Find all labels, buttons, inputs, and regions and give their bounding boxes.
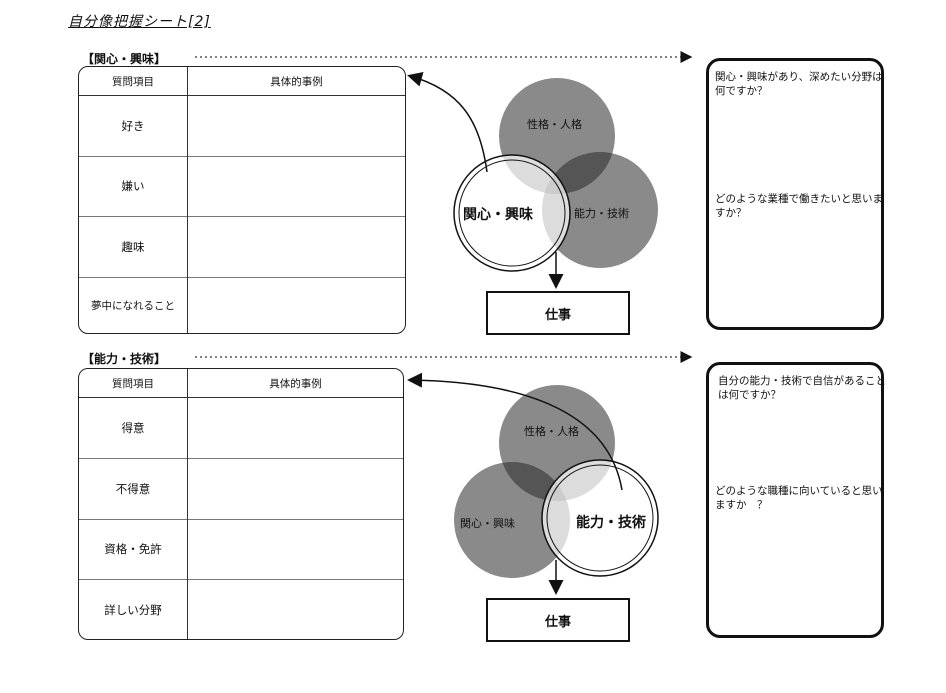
answer-cell[interactable] xyxy=(187,216,405,278)
answer-cell[interactable] xyxy=(188,96,406,157)
venn-label-personality: 性格・人格 xyxy=(524,425,579,438)
venn-label-ability: 能力・技術 xyxy=(576,515,646,531)
table-row-label: 資格・免許 xyxy=(79,518,188,580)
column-header-item: 質問項目 xyxy=(79,369,188,398)
venn-label-personality: 性格・人格 xyxy=(527,118,582,131)
table-row-label: 夢中になれること xyxy=(79,276,188,333)
question-text: どのような職種に向いていると思いますか ？ xyxy=(715,485,883,511)
question-box-interest: 関心・興味があり、深めたい分野は何ですか？ どのような業種で働きたいと思いますか… xyxy=(706,58,884,330)
answer-cell[interactable] xyxy=(187,155,405,217)
question-table-ability: 質問項目 具体的事例 得意 不得意 資格・免許 詳しい分野 xyxy=(78,368,404,640)
question-text: 関心・興味があり、深めたい分野は何ですか？ xyxy=(715,71,883,97)
job-box: 仕事 xyxy=(486,291,630,335)
answer-cell[interactable] xyxy=(188,398,404,459)
section-label-ability: 【能力・技術】 xyxy=(82,352,167,366)
job-box: 仕事 xyxy=(486,598,630,642)
table-row-label: 趣味 xyxy=(79,216,188,278)
table-row-label: 好き xyxy=(79,95,188,157)
venn-diagram-1 xyxy=(407,72,658,289)
venn-diagram-2 xyxy=(407,372,659,595)
table-row-label: 嫌い xyxy=(79,155,188,217)
answer-cell[interactable] xyxy=(187,276,405,333)
table-row-label: 不得意 xyxy=(79,457,188,520)
column-header-example: 具体的事例 xyxy=(187,369,403,398)
answer-cell[interactable] xyxy=(187,579,403,639)
page-title: 自分像把握シート[2] xyxy=(68,14,211,30)
table-row-label: 得意 xyxy=(79,397,188,459)
column-header-item: 質問項目 xyxy=(79,67,188,96)
venn-label-interest: 関心・興味 xyxy=(463,207,533,223)
question-text: 自分の能力・技術で自信があることは何ですか？ xyxy=(718,375,886,401)
question-box-ability: 自分の能力・技術で自信があることは何ですか？ どのような職種に向いていると思いま… xyxy=(706,362,886,638)
table-row-label: 詳しい分野 xyxy=(79,579,188,639)
column-header-example: 具体的事例 xyxy=(187,67,405,96)
answer-cell[interactable] xyxy=(187,518,403,580)
section-label-interest: 【関心・興味】 xyxy=(82,52,167,66)
question-table-interest: 質問項目 具体的事例 好き 嫌い 趣味 夢中になれること xyxy=(78,66,406,334)
venn-label-interest: 関心・興味 xyxy=(460,517,515,530)
answer-cell[interactable] xyxy=(187,457,403,520)
venn-label-ability: 能力・技術 xyxy=(574,207,629,220)
question-text: どのような業種で働きたいと思いますか？ xyxy=(715,193,883,219)
